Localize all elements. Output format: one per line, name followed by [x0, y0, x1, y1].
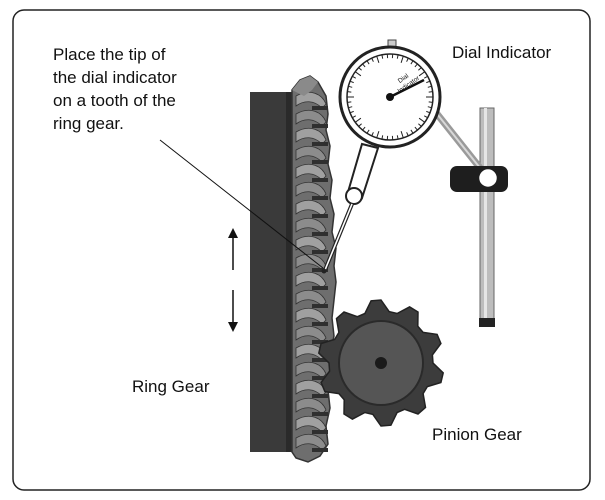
dial-tick — [354, 117, 362, 123]
dial-tick — [352, 75, 357, 79]
dial-tick — [349, 80, 354, 84]
dial-tick — [349, 110, 354, 114]
dial-tick — [426, 110, 431, 114]
dial-tick — [414, 126, 418, 131]
ring-gear-groove — [312, 448, 328, 452]
dial-tick — [396, 54, 399, 59]
ring-gear-groove — [312, 358, 328, 362]
ring-gear-groove — [312, 304, 328, 308]
dial-tick — [423, 115, 428, 119]
indicator-stand — [419, 92, 508, 327]
ring-gear-groove — [312, 232, 328, 236]
ring-gear — [250, 75, 337, 463]
dial-tick — [362, 126, 366, 131]
dial-indicator: Dial Indicator — [321, 39, 442, 274]
ring-gear-groove — [312, 394, 328, 398]
ring-gear-groove — [312, 124, 328, 128]
ring-gear-groove — [312, 376, 328, 380]
dial-tick — [427, 85, 432, 88]
pinion-center — [375, 357, 387, 369]
dial-tick — [418, 67, 422, 71]
dial-tick — [371, 132, 374, 137]
dial-tick — [418, 71, 426, 77]
dial-tick — [428, 101, 433, 103]
dial-needle — [389, 78, 425, 99]
dial-tick — [428, 91, 433, 93]
ring-gear-groove — [312, 286, 328, 290]
dial-tick — [354, 71, 362, 77]
ring-gear-groove — [312, 322, 328, 326]
dial-tick — [362, 63, 366, 68]
instruction-line-3: on a tooth of the — [53, 91, 176, 110]
ring-gear-groove — [312, 268, 328, 272]
dial-tick — [347, 91, 352, 93]
dial-tick — [423, 75, 428, 79]
stand-base — [479, 318, 495, 327]
dial-tick — [371, 57, 374, 62]
dial-tick — [418, 123, 422, 127]
dial-tick — [414, 63, 418, 68]
ring-gear-groove — [312, 160, 328, 164]
dial-tick — [358, 123, 362, 127]
dial-tick — [426, 80, 431, 84]
ring-gear-groove — [312, 340, 328, 344]
instruction-line-4: ring gear. — [53, 114, 124, 133]
dial-tick — [348, 106, 353, 109]
instruction-line-2: the dial indicator — [53, 68, 177, 87]
dial-tick — [352, 115, 357, 119]
ring-gear-label: Ring Gear — [132, 377, 210, 396]
dial-tick — [427, 106, 432, 109]
ring-gear-groove — [312, 412, 328, 416]
dial-tick — [366, 129, 370, 134]
dial-tick — [406, 57, 409, 62]
dial-tick — [376, 131, 380, 139]
ring-gear-groove — [312, 250, 328, 254]
dial-indicator-label: Dial Indicator — [452, 43, 552, 62]
dial-tick — [381, 135, 384, 140]
dial-tick — [400, 131, 404, 139]
ring-gear-groove — [312, 106, 328, 110]
dial-tick — [418, 117, 426, 123]
dial-tick — [347, 101, 352, 103]
dial-tick — [381, 54, 384, 59]
dial-tick — [410, 129, 414, 134]
dial-tick — [396, 135, 399, 140]
ring-gear-groove — [312, 214, 328, 218]
ring-gear-groove — [312, 196, 328, 200]
dial-tick — [406, 132, 409, 137]
dial-tick — [366, 60, 370, 65]
dial-tick — [376, 55, 380, 63]
callout-leader-line — [159, 139, 324, 269]
ring-gear-groove — [312, 430, 328, 434]
dial-tick — [358, 67, 362, 71]
pinion-gear — [317, 299, 445, 427]
dial-tick — [348, 85, 353, 88]
ring-gear-groove — [312, 178, 328, 182]
dial-tick — [410, 60, 414, 65]
dial-tick — [400, 55, 404, 63]
pinion-gear-label: Pinion Gear — [432, 425, 522, 444]
instruction-line-1: Place the tip of — [53, 45, 166, 64]
ring-gear-groove — [312, 142, 328, 146]
double-arrow-icon — [228, 228, 238, 332]
